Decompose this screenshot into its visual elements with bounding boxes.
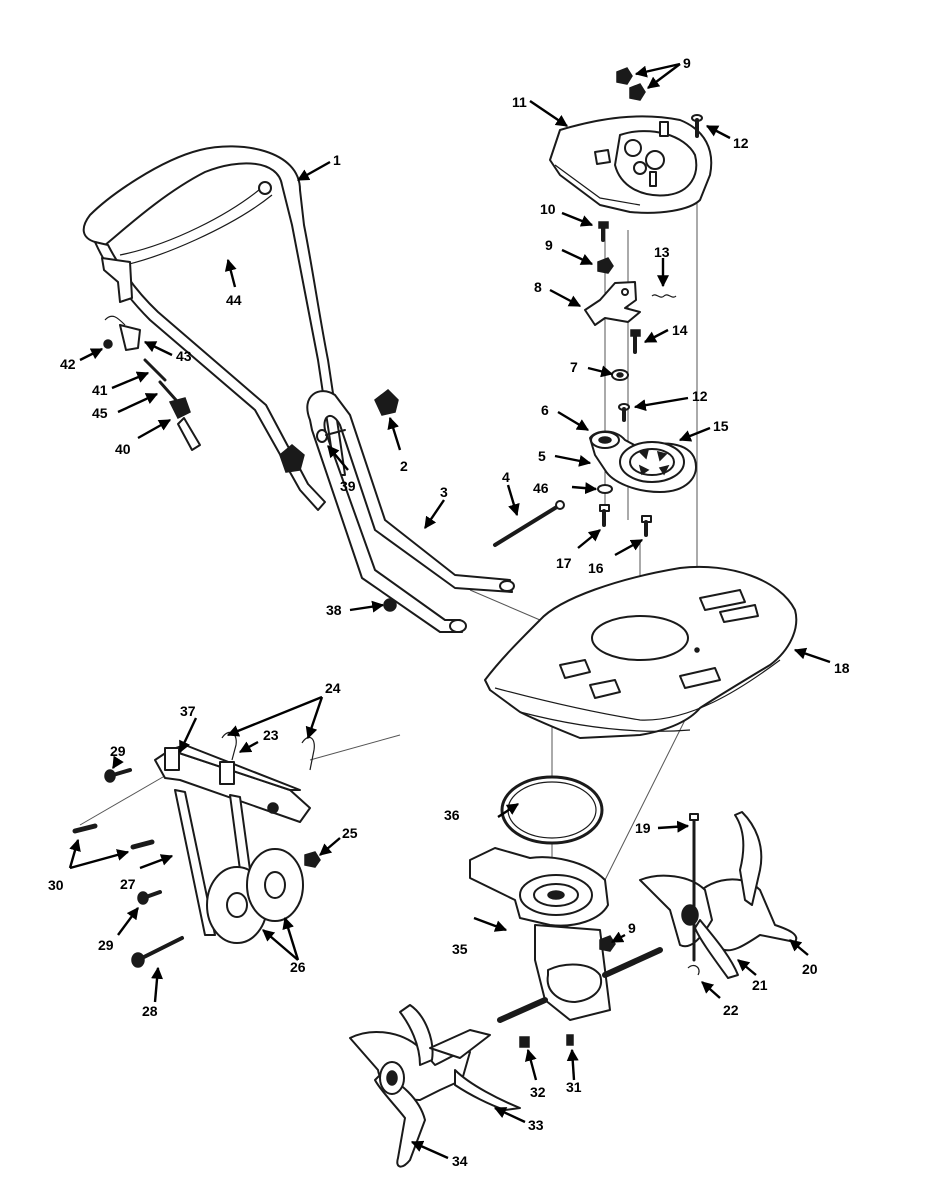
callout-43: 43 [176, 348, 192, 364]
callout-1: 1 [333, 152, 341, 168]
bolt-part-16 [641, 515, 652, 537]
callout-16: 16 [588, 560, 604, 576]
callout-8: 8 [534, 279, 542, 295]
callout-11: 11 [512, 94, 527, 110]
callout-12-top: 12 [733, 135, 749, 151]
callout-39: 39 [340, 478, 356, 494]
callout-19: 19 [635, 820, 651, 836]
callout-12-mid: 12 [692, 388, 708, 404]
callout-40: 40 [115, 441, 131, 457]
callout-32: 32 [530, 1084, 546, 1100]
leader-arrows [68, 62, 831, 1160]
callout-26: 26 [290, 959, 306, 975]
pins-part-30 [72, 823, 155, 850]
nut-part-38 [383, 598, 397, 612]
callout-27: 27 [120, 876, 136, 892]
callout-37: 37 [180, 703, 196, 719]
washer-part-46 [597, 484, 613, 494]
knob-left [279, 444, 305, 473]
pin-part-31 [566, 1034, 574, 1046]
depth-stake-assembly [154, 731, 315, 944]
transmission-part-35 [469, 847, 663, 1023]
callout-35: 35 [452, 941, 468, 957]
callout-36: 36 [444, 807, 460, 823]
bolt-part-39 [316, 429, 346, 443]
callout-42: 42 [60, 356, 76, 372]
callout-numbers: 1 2 3 4 5 6 7 8 9 9 9 10 11 12 12 13 14 … [48, 55, 850, 1169]
callout-10: 10 [540, 201, 556, 217]
callout-22: 22 [723, 1002, 739, 1018]
callout-29-top: 29 [110, 743, 126, 759]
callout-9-lower: 9 [628, 920, 636, 936]
callout-44: 44 [226, 292, 242, 308]
rod-part-4 [493, 500, 565, 547]
callout-9-top: 9 [683, 55, 691, 71]
knob-part-2 [374, 389, 399, 416]
callout-23: 23 [263, 727, 279, 743]
clip-part-22 [687, 964, 700, 976]
callout-38: 38 [326, 602, 342, 618]
bolts-part-29 [104, 768, 162, 905]
nut-part-9-lower [599, 935, 616, 952]
callout-6: 6 [541, 402, 549, 418]
callout-34: 34 [452, 1153, 468, 1169]
callout-9-mid: 9 [545, 237, 553, 253]
handle-lower [306, 390, 515, 633]
callout-25: 25 [342, 825, 358, 841]
callout-17: 17 [556, 555, 572, 571]
callout-5: 5 [538, 448, 546, 464]
callout-33: 33 [528, 1117, 544, 1133]
callout-24: 24 [325, 680, 341, 696]
screw-part-10 [598, 221, 609, 242]
bolt-part-14 [630, 329, 641, 354]
handle-upper [82, 145, 346, 511]
bracket-part-8 [584, 281, 641, 326]
callout-15: 15 [713, 418, 729, 434]
callout-31: 31 [566, 1079, 582, 1095]
tines-left [349, 1004, 521, 1168]
pin-part-32 [519, 1036, 530, 1048]
pin-part-19 [689, 813, 699, 962]
callout-29-lower: 29 [98, 937, 114, 953]
callout-2: 2 [400, 458, 408, 474]
screw-part-12-top [691, 114, 703, 138]
callout-45: 45 [92, 405, 108, 421]
callout-4: 4 [502, 469, 510, 485]
nut-part-25 [304, 851, 321, 868]
spring-part-13 [651, 294, 677, 298]
callout-3: 3 [440, 484, 448, 500]
engine-top-cover [549, 115, 713, 214]
callout-18: 18 [834, 660, 850, 676]
callout-20: 20 [802, 961, 818, 977]
gasket-ring-part-36 [500, 775, 604, 845]
callout-13: 13 [654, 244, 670, 260]
callout-30: 30 [48, 877, 64, 893]
washer-part-7 [611, 369, 629, 381]
nut-part-9-mid [597, 257, 614, 274]
callout-28: 28 [142, 1003, 158, 1019]
callout-7: 7 [570, 359, 578, 375]
callout-46: 46 [533, 480, 549, 496]
bolt-part-17 [599, 504, 610, 527]
callout-41: 41 [92, 382, 108, 398]
bolt-part-28 [131, 936, 184, 968]
tines-right [639, 811, 798, 979]
throttle-cable-assembly [103, 315, 201, 451]
nuts-top [616, 67, 646, 101]
idler-pulley-assembly [589, 430, 697, 493]
tine-shield-part-18 [484, 565, 798, 739]
callout-14: 14 [672, 322, 688, 338]
callout-21: 21 [752, 977, 768, 993]
screw-part-12-mid [618, 403, 630, 422]
